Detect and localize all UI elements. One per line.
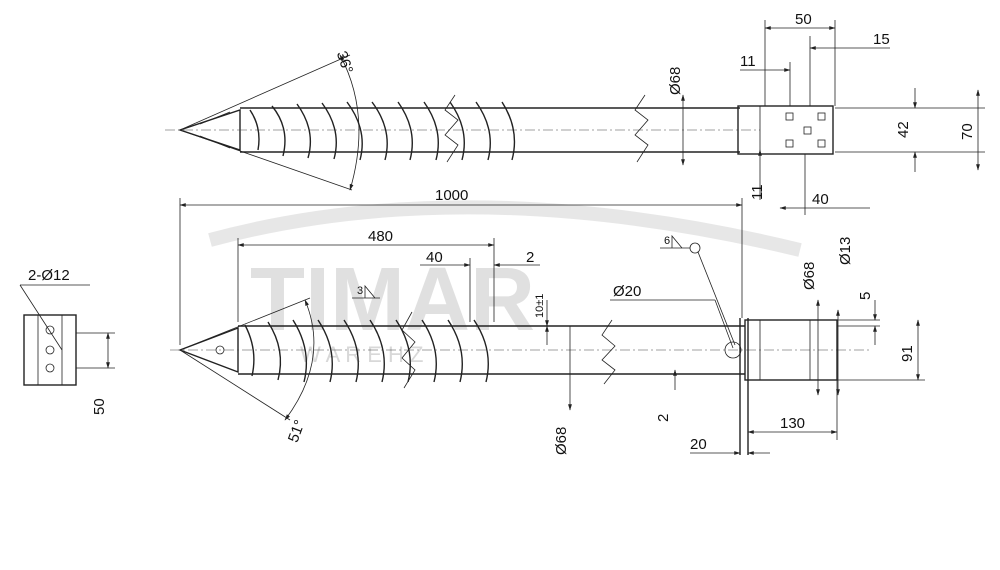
side-pin [724, 341, 742, 359]
top-angle-label: 36° [333, 49, 356, 76]
watermark-brand: TIMAR [250, 250, 535, 350]
side-dim-2a: 2 [526, 249, 534, 266]
side-weld-6: 6 [664, 235, 670, 247]
side-dia-13: Ø13 [837, 237, 854, 265]
side-tolerance: 10±1 [534, 294, 546, 318]
side-pin-label: Ø20 [613, 283, 641, 300]
side-dim-20: 20 [690, 436, 707, 453]
watermark-sub: W A R E H Z [300, 342, 423, 367]
end-holes-label: 2-Ø12 [28, 267, 70, 284]
side-length-total: 1000 [435, 187, 468, 204]
side-dim-130: 130 [780, 415, 805, 432]
side-dia-68a: Ø68 [801, 262, 818, 290]
top-dim-11b: 11 [749, 184, 766, 200]
side-view: 1000 480 40 2 10±1 Ø20 6 3 Ø68 [170, 187, 925, 455]
top-dim-40: 40 [812, 191, 829, 208]
top-view: 36° Ø68 50 15 11 42 70 11 40 [165, 11, 985, 215]
end-dim-50: 50 [91, 398, 108, 415]
watermark: TIMAR W A R E H Z [208, 200, 802, 367]
side-dim-2b: 2 [655, 414, 672, 422]
top-dim-70: 70 [959, 123, 976, 140]
end-view: 2-Ø12 50 [19, 267, 115, 415]
top-dim-42: 42 [895, 121, 912, 138]
top-dim-11a: 11 [740, 53, 756, 70]
top-dim-15: 15 [873, 31, 890, 48]
side-angle-label: 51° [285, 418, 309, 445]
side-weld-3: 3 [357, 285, 363, 297]
side-dia-68b: Ø68 [553, 427, 570, 455]
side-dim-40: 40 [426, 249, 443, 266]
top-head [737, 105, 834, 155]
end-plate [23, 314, 77, 386]
top-dim-50: 50 [795, 11, 812, 28]
top-dia-label: Ø68 [667, 67, 684, 95]
side-dim-91: 91 [899, 345, 916, 362]
side-length-helix: 480 [368, 228, 393, 245]
side-dim-5: 5 [857, 292, 874, 300]
